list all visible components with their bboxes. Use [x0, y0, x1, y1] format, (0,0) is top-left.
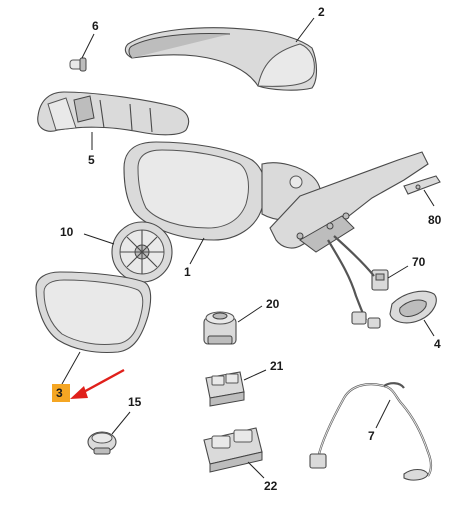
part-harness-short: [327, 235, 381, 329]
part-bulb: [69, 57, 87, 72]
part-mirror-housing: [123, 141, 429, 253]
part-bracket: [403, 175, 441, 195]
leader-15: [111, 411, 131, 435]
leader-70: [387, 265, 409, 279]
part-connector-plug: [371, 269, 389, 291]
part-indicator-lamp: [37, 91, 190, 136]
leader-80: [423, 189, 435, 207]
part-adjust-switch: [203, 311, 237, 345]
leader-20: [237, 305, 263, 323]
label-part-20: 20: [266, 297, 280, 311]
leader-22: [247, 461, 265, 479]
label-part-22: 22: [264, 479, 278, 493]
label-part-6: 6: [92, 19, 99, 33]
leader-4: [423, 319, 435, 337]
label-part-3: 3: [56, 386, 63, 400]
leader-1: [189, 237, 205, 265]
part-cover-cap: [87, 431, 117, 455]
label-part-80: 80: [428, 213, 442, 227]
label-part-2: 2: [318, 5, 325, 19]
label-part-1: 1: [184, 265, 191, 279]
part-puddle-lamp: [389, 290, 437, 324]
part-double-switch: [203, 427, 263, 473]
part-mirror-cover: [124, 27, 318, 91]
part-switch-block: [205, 371, 245, 407]
part-actuator-motor: [111, 221, 173, 283]
label-part-10: 10: [60, 225, 74, 239]
label-part-70: 70: [412, 255, 426, 269]
label-part-5: 5: [88, 153, 95, 167]
leader-7: [375, 399, 391, 429]
part-mirror-glass: [35, 271, 152, 354]
part-wiring-harness: [309, 382, 433, 481]
label-part-21: 21: [270, 359, 284, 373]
leader-21: [243, 369, 267, 381]
label-part-7: 7: [368, 429, 375, 443]
label-part-4: 4: [434, 337, 441, 351]
leader-6: [81, 33, 95, 59]
leader-10: [83, 233, 115, 245]
highlight-badge: [52, 384, 70, 402]
highlight-arrow: [70, 368, 125, 399]
label-part-15: 15: [128, 395, 142, 409]
leader-3: [61, 351, 81, 385]
leader-2: [295, 17, 315, 43]
